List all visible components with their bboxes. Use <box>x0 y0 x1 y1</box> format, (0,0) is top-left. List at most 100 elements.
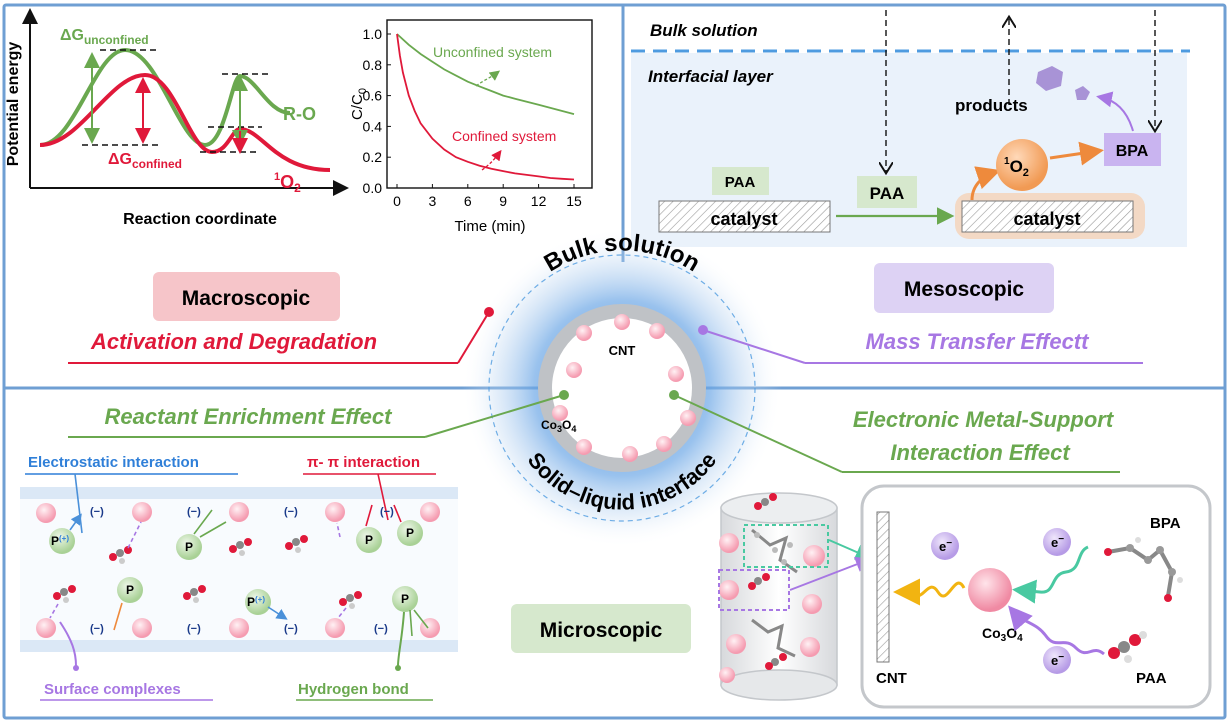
chart-xtick-label: 0 <box>393 193 401 209</box>
svg-text:(−): (−) <box>374 623 388 635</box>
unconfined-energy-curve <box>39 47 291 148</box>
emsi-bpa-label: BPA <box>1150 515 1181 532</box>
chart-ytick-label: 0.4 <box>363 118 383 134</box>
products-label: products <box>955 96 1028 115</box>
highlight-box-paa <box>718 569 790 611</box>
microscopic-label: Microscopic <box>540 619 663 642</box>
electron-sphere-3 <box>1043 646 1071 674</box>
svg-text:(−): (−) <box>187 623 201 635</box>
mass-transfer-label: Mass Transfer Effectt <box>866 329 1091 354</box>
legend-pointer-confined <box>481 149 502 171</box>
channel <box>20 499 458 640</box>
reactant-connector <box>424 394 565 438</box>
negative-charge-marks: (−) (−) (−) (−) (−) (−) (−) (−) <box>90 506 394 635</box>
activation-label: Activation and Degradation <box>90 329 377 354</box>
paa-label-2: PAA <box>870 184 905 203</box>
macro-connector <box>457 311 490 364</box>
paa-box-2 <box>857 176 917 208</box>
mesoscopic-box <box>874 263 1054 313</box>
catalyst-label-1: catalyst <box>710 209 777 229</box>
bpa-box <box>1104 133 1161 166</box>
meso-connector <box>702 329 806 364</box>
cylinder-particles <box>719 533 825 683</box>
p-label-1: P <box>185 540 193 554</box>
chart-series-unconfined <box>396 33 575 115</box>
pipi-connector <box>377 473 389 521</box>
chart-xtick-label: 9 <box>499 193 507 209</box>
paa-label-1: PAA <box>725 174 756 191</box>
confined-energy-curve <box>39 72 331 172</box>
cnt-wall-strip <box>876 511 890 663</box>
hydrogen-bond-connector <box>397 611 405 667</box>
scale-labels: Macroscopic Activation and Degradation M… <box>68 263 1143 653</box>
svg-text:(−): (−) <box>380 506 394 518</box>
catalyst-block-2 <box>961 200 1134 233</box>
energy-xlabel: Reaction coordinate <box>123 211 277 228</box>
chart-xtick-label: 6 <box>464 193 472 209</box>
dg-unconfined-label: ΔGunconfined <box>60 27 149 47</box>
small-molecules <box>53 535 362 609</box>
center-co3o4-label: Co3O4 <box>541 418 576 434</box>
catalyst-block-1 <box>658 200 831 233</box>
mesoscopic-label: Mesoscopic <box>904 278 1025 301</box>
electron-sphere-2 <box>1043 528 1071 556</box>
meso-bpa-label: BPA <box>1116 143 1149 160</box>
svg-text:(−): (−) <box>90 506 104 518</box>
p-plus-label-2: P(+) <box>247 595 265 609</box>
surface-complexes-label: Surface complexes <box>44 681 181 698</box>
peroxide-spheres <box>49 520 423 615</box>
p-plus-label-1: P(+) <box>51 534 69 548</box>
electron-label-2: e− <box>1051 534 1064 550</box>
cnt-cylinder-top <box>720 492 838 524</box>
legend-pointer-unconfined <box>475 70 501 87</box>
singlet-oxygen-label: 1O2 <box>274 171 301 195</box>
co3o4-sphere <box>968 568 1012 612</box>
surface-complex-connector <box>59 621 77 667</box>
macroscopic-label: Macroscopic <box>182 287 311 310</box>
chart-legend-unconfined: Unconfined system <box>433 44 552 60</box>
electron-sphere-1 <box>931 532 959 560</box>
bottom-wall <box>20 640 458 652</box>
pipi-label: π- π interaction <box>307 454 420 471</box>
meso-interfacial-label: Interfacial layer <box>648 67 774 86</box>
p-label-4: P <box>126 583 134 597</box>
co3o4-particles <box>552 314 696 462</box>
chart-frame <box>386 19 593 189</box>
chart-ytick-label: 1.0 <box>363 26 383 42</box>
emsi-connector <box>673 394 843 473</box>
adsorbed-molecules <box>748 493 798 670</box>
cnt-cavity <box>552 318 692 458</box>
highlight-box-bpa <box>743 524 829 568</box>
catalyst-label-2: catalyst <box>1013 209 1080 229</box>
chart-xtick-label: 3 <box>429 193 437 209</box>
electrostatic-label: Electrostatic interaction <box>28 454 199 471</box>
energy-ylabel: Potential energy <box>5 42 22 167</box>
emsi-co3o4-label: Co3O4 <box>982 625 1023 644</box>
electron-label-3: e− <box>1051 652 1064 668</box>
bpa-molecule <box>1104 537 1183 602</box>
zoom-arrow-paa <box>789 556 872 591</box>
electron-label-1: e− <box>939 538 952 554</box>
top-wall <box>20 487 458 499</box>
emsi-label-line2: Interaction Effect <box>890 440 1071 465</box>
paa-box-1 <box>712 167 769 195</box>
cnt-cylinder-body <box>720 507 838 686</box>
emsi-schematic: CNT Co3O4 e− e− e− BPA PAA <box>718 484 1212 709</box>
meso-bulk-label: Bulk solution <box>650 21 758 40</box>
interaction-schematic: Electrostatic interaction π- π interacti… <box>20 454 458 701</box>
dg-confined-label: ΔGconfined <box>108 151 182 171</box>
hydrogen-bond-label: Hydrogen bond <box>298 681 409 698</box>
microscopic-box <box>511 604 691 653</box>
energy-diagram: Potential energy Reaction coordinate ΔGu… <box>5 8 349 228</box>
paa-molecule <box>1108 631 1147 663</box>
svg-text:(−): (−) <box>284 506 298 518</box>
svg-text:(−): (−) <box>90 623 104 635</box>
generation-arrow <box>970 166 1001 201</box>
chart-xtick-label: 15 <box>566 193 582 209</box>
electron-from-paa <box>1008 605 1105 656</box>
product-fragment-large <box>1036 66 1063 91</box>
macroscopic-box <box>153 272 340 321</box>
product-fragment-small <box>1075 86 1090 100</box>
center-cnt-label: CNT <box>609 343 636 358</box>
